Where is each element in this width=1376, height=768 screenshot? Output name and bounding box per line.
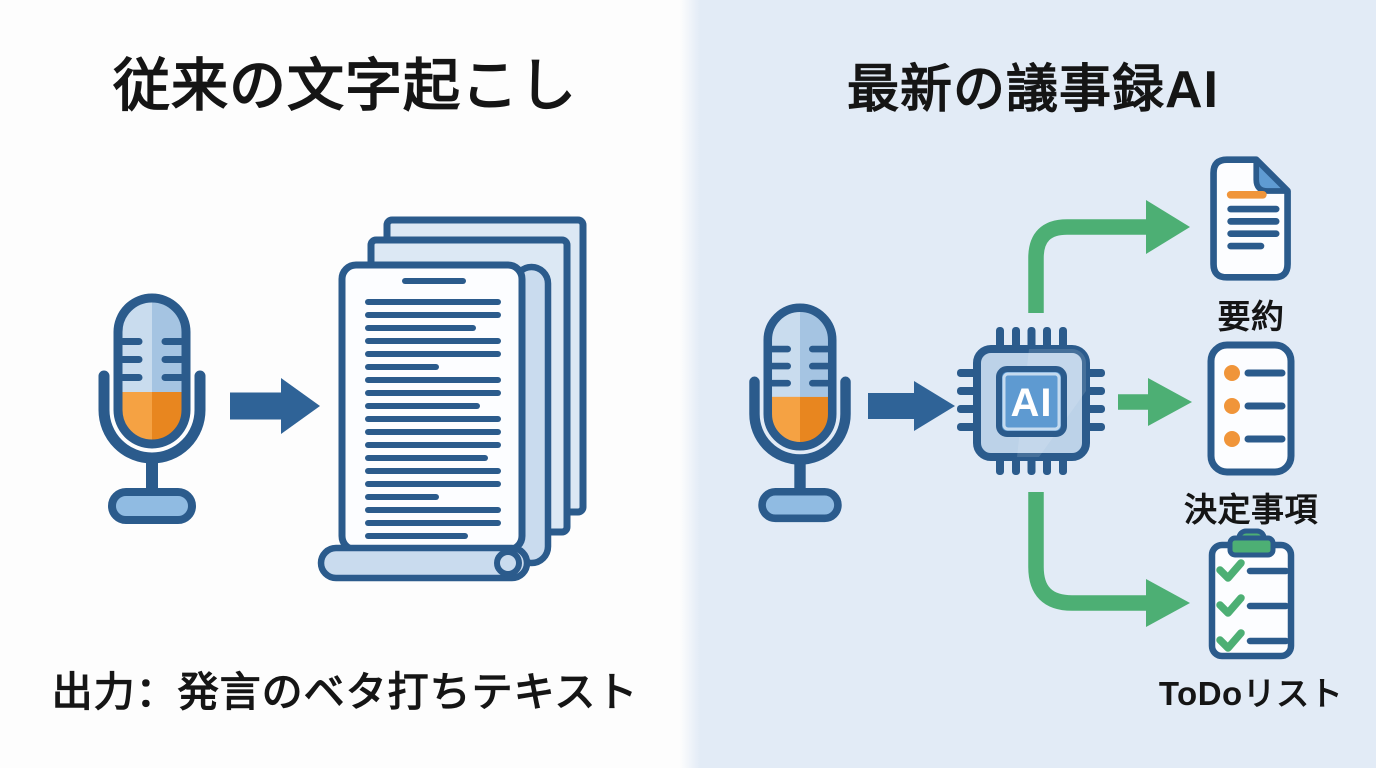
summary-document-icon [1209,156,1291,281]
arrow-mic-to-doc-icon [230,378,320,434]
scroll-curl-end [494,549,522,577]
mic-capsule-outline [763,303,837,451]
output-decisions: 決定事項 [1166,340,1336,531]
mic-capsule-fill [118,298,186,444]
decisions-bullet-rows [1224,365,1286,447]
chip-core-highlight [1002,372,1061,431]
mic-grill-stripes [119,338,185,381]
left-panel-title: 従来の文字起こし [113,54,577,118]
scroll-bottom-curl [317,544,531,582]
arrow-mic-to-ai-icon [868,381,955,431]
output-summary: 要約 [1166,154,1336,338]
transcript-text-lines [365,278,501,539]
mic-stem [794,455,806,498]
todo-checkmarks [1215,559,1245,652]
left-output-caption: 出力：発言のベタ打ちテキスト [51,669,639,715]
decisions-label: 決定事項 [1184,491,1318,528]
decisions-list-icon [1207,341,1295,476]
todo-label: ToDoリスト [1158,675,1344,712]
document-stack-icon [317,216,587,582]
mic-base [108,488,196,524]
todo-text-lines [1246,567,1289,645]
todo-checklist-icon [1208,528,1294,660]
microphone-icon [749,303,851,523]
mic-grill-stripes [769,345,831,387]
mic-capsule-fill [767,307,833,447]
mic-base [758,487,842,523]
chip-ai-label: AI [1011,381,1053,425]
ai-chip-icon: AI [957,327,1105,475]
summary-text-lines [1226,191,1279,250]
chip-core [996,366,1067,437]
mic-capsule-outline [113,293,191,449]
microphone-icon [98,293,206,524]
output-todo: ToDoリスト [1159,526,1343,715]
mic-stem [146,454,158,498]
right-panel-title: 最新の議事録AI [846,61,1219,119]
summary-folded-corner [1252,156,1290,194]
clipboard-clip [1227,535,1275,558]
summary-label: 要約 [1217,298,1285,335]
